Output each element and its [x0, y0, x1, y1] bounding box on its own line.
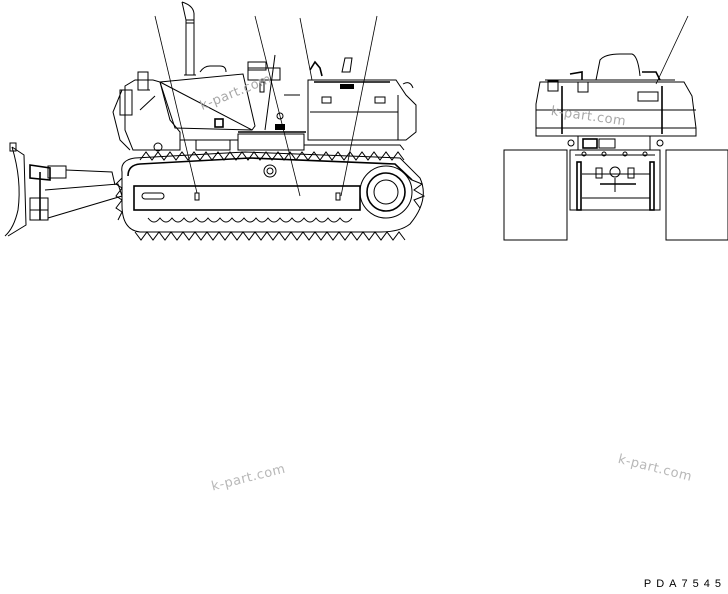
drive-sprocket	[359, 165, 426, 219]
engine-hood	[159, 65, 256, 131]
main-frame	[153, 131, 405, 152]
crawler-track	[115, 151, 424, 241]
dozer-blade	[4, 142, 123, 237]
operator-compartment	[247, 54, 353, 131]
fuel-tank	[307, 79, 417, 141]
exhaust-stack	[181, 1, 196, 76]
figure-code: PDA7545	[643, 578, 726, 590]
leader-lines-side	[154, 15, 378, 197]
radiator-grille	[112, 71, 181, 151]
bulldozer-rear-view	[503, 15, 728, 241]
